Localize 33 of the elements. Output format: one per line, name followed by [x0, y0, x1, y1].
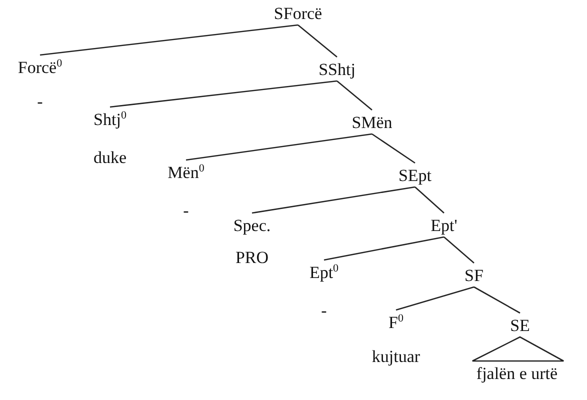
tree-branch	[396, 286, 474, 311]
node-label: SMën	[352, 113, 392, 133]
tree-branch	[186, 133, 372, 161]
tree-branch	[324, 236, 444, 261]
node-label: Mën$^{0}$	[168, 163, 204, 183]
node-label: Shtj$^{0}$	[94, 110, 126, 130]
tree-branch	[444, 236, 474, 264]
node-label: Spec.	[233, 216, 271, 236]
terminal-word: kujtuar	[372, 347, 420, 367]
tree-branch	[372, 133, 416, 164]
node-label: Forcë$^{0}$	[18, 58, 62, 78]
terminal-word: -	[37, 92, 43, 112]
node-label: Ept$^{0}$	[309, 263, 339, 283]
tree-branch	[298, 24, 338, 58]
node-label: SE	[510, 316, 530, 336]
tree-branch	[414, 186, 444, 214]
node-label: F$^{0}$	[388, 313, 404, 333]
tree-branch	[110, 80, 338, 108]
node-label: SShtj	[318, 60, 356, 80]
tree-branch	[252, 186, 416, 214]
terminal-word: PRO	[235, 248, 269, 268]
node-label: fjalën e urtë	[476, 364, 558, 384]
tree-triangle	[472, 336, 564, 362]
tree-branch	[40, 24, 298, 56]
terminal-word: duke	[93, 148, 127, 168]
tree-branch	[336, 80, 372, 110]
tree-branch	[474, 286, 520, 314]
node-label: SEpt	[398, 166, 432, 186]
node-label: SForcë	[274, 4, 322, 24]
node-label: Ept'	[430, 216, 458, 236]
node-label: SF	[464, 266, 484, 286]
terminal-word: -	[183, 201, 189, 221]
terminal-word: -	[321, 301, 327, 321]
